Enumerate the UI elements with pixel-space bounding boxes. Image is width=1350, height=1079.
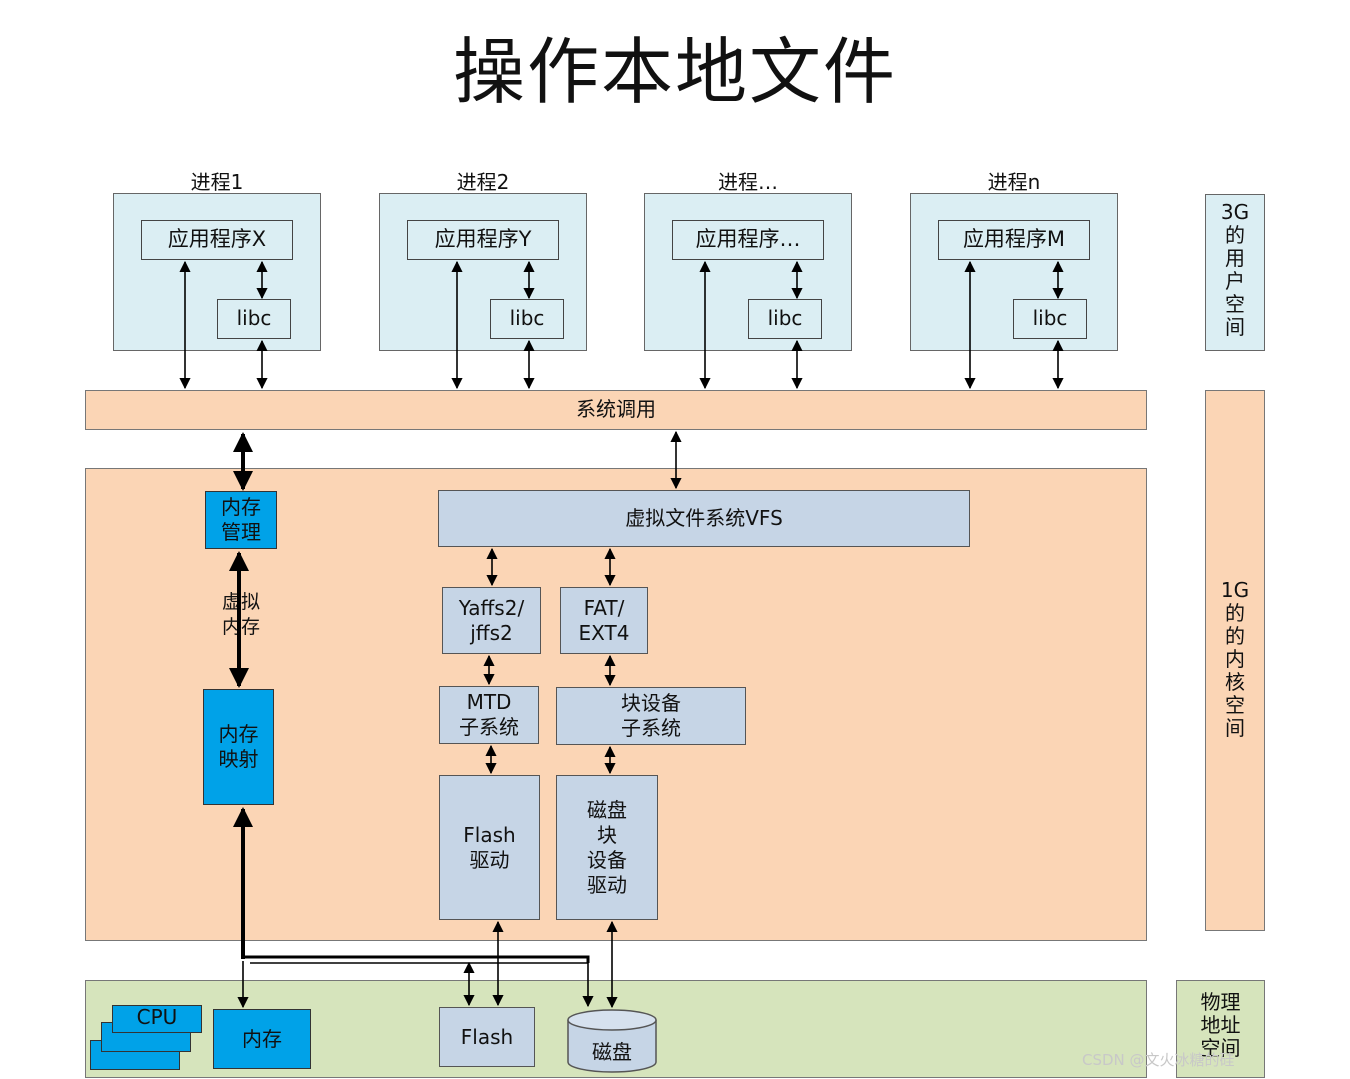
process-label-3: 进程… — [718, 170, 778, 194]
app-box-2: 应用程序Y — [407, 220, 559, 260]
watermark: CSDN @文火冰糖的硅 — [1082, 1051, 1235, 1069]
cpu-box: CPU — [112, 1005, 202, 1033]
block-subsystem-box: 块设备 子系统 — [556, 687, 746, 745]
page-title: 操作本地文件 — [452, 30, 897, 114]
yaffs-jffs-box: Yaffs2/ jffs2 — [442, 587, 541, 654]
fat-ext4-box: FAT/ EXT4 — [560, 587, 648, 654]
libc-box-4: libc — [1013, 299, 1087, 339]
process-label-2: 进程2 — [456, 170, 510, 194]
user-space-label: 3G 的 用 户 空 间 — [1205, 194, 1265, 351]
app-box-4: 应用程序M — [938, 220, 1090, 260]
memory-management-box: 内存 管理 — [205, 491, 277, 549]
vfs-box: 虚拟文件系统VFS — [438, 490, 970, 547]
flash-driver-box: Flash 驱动 — [439, 775, 540, 920]
process-label-4: 进程n — [987, 170, 1041, 194]
disk-cylinder-icon — [567, 1009, 657, 1073]
memory-hardware-box: 内存 — [213, 1009, 311, 1069]
disk-driver-box: 磁盘 块 设备 驱动 — [556, 775, 658, 920]
libc-box-1: libc — [217, 299, 291, 339]
mtd-subsystem-box: MTD 子系统 — [439, 686, 539, 744]
kernel-space-label: 1G 的 的 内 核 空 间 — [1205, 390, 1265, 931]
libc-box-2: libc — [490, 299, 564, 339]
process-label-1: 进程1 — [190, 170, 244, 194]
syscall-band: 系统调用 — [85, 390, 1147, 430]
memory-mapping-box: 内存 映射 — [203, 689, 274, 805]
app-box-3: 应用程序… — [672, 220, 824, 260]
physical-space-label: 物理 地址 空间 — [1176, 980, 1265, 1078]
flash-hardware-box: Flash — [439, 1007, 535, 1067]
libc-box-3: libc — [748, 299, 822, 339]
disk-label: 磁盘 — [592, 1040, 632, 1064]
app-box-1: 应用程序X — [141, 220, 293, 260]
